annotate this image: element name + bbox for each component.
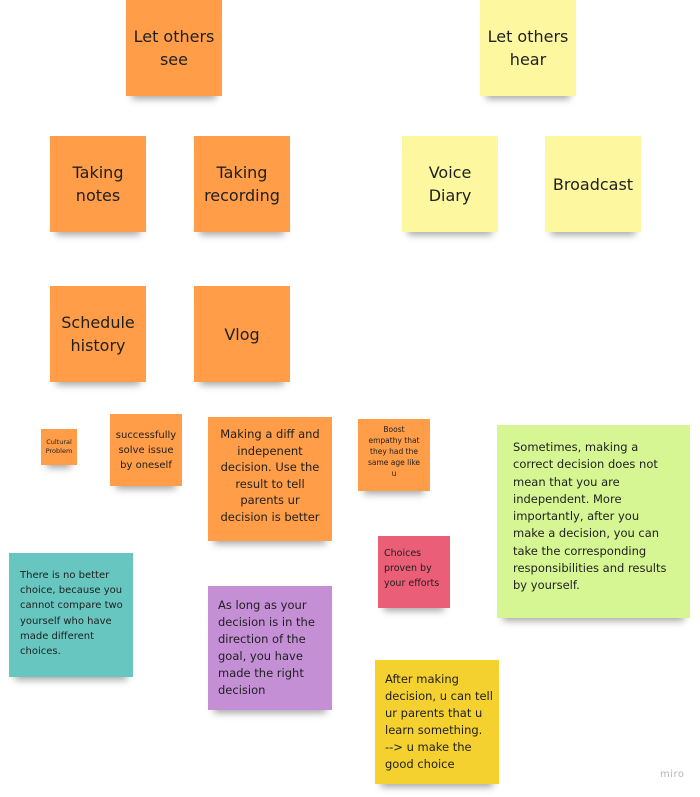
- note-text: Sometimes, making a correct decision doe…: [513, 440, 667, 593]
- note-text: Choices proven by your efforts: [384, 548, 440, 589]
- sticky-note-schedule-history[interactable]: Schedule history: [50, 286, 146, 382]
- sticky-note-sometimes[interactable]: Sometimes, making a correct decision doe…: [497, 425, 690, 618]
- sticky-note-after-making[interactable]: After making decision, u can tell ur par…: [375, 660, 499, 784]
- note-text: Boost empathy that they had the same age…: [367, 425, 421, 478]
- sticky-note-let-others-hear[interactable]: Let others hear: [480, 0, 576, 96]
- miro-watermark: miro: [660, 769, 685, 780]
- note-text: Making a diff and indepenent decision. U…: [220, 427, 320, 524]
- note-text: Let others hear: [487, 27, 569, 69]
- note-text: Voice Diary: [428, 163, 472, 205]
- sticky-note-making-diff[interactable]: Making a diff and indepenent decision. U…: [208, 417, 332, 541]
- sticky-note-taking-notes[interactable]: Taking notes: [50, 136, 146, 232]
- sticky-note-taking-recording[interactable]: Taking recording: [194, 136, 290, 232]
- sticky-note-boost-empathy[interactable]: Boost empathy that they had the same age…: [358, 419, 430, 491]
- note-text: After making decision, u can tell ur par…: [385, 672, 493, 771]
- note-text: Broadcast: [552, 174, 634, 194]
- note-text: Schedule history: [61, 313, 135, 355]
- sticky-note-voice-diary[interactable]: Voice Diary: [402, 136, 498, 232]
- note-text: Let others see: [133, 27, 215, 69]
- sticky-note-cultural-problem[interactable]: Cultural Problem: [41, 429, 77, 465]
- note-text: successfully solve issue by oneself: [115, 429, 177, 471]
- sticky-note-let-others-see[interactable]: Let others see: [126, 0, 222, 96]
- sticky-note-successfully-solve[interactable]: successfully solve issue by oneself: [110, 414, 182, 486]
- note-text: Vlog: [224, 324, 260, 344]
- note-text: Taking notes: [72, 163, 124, 205]
- sticky-note-vlog[interactable]: Vlog: [194, 286, 290, 382]
- sticky-note-no-better-choice[interactable]: There is no better choice, because you c…: [9, 553, 133, 677]
- note-text: Cultural Problem: [45, 438, 73, 455]
- sticky-note-broadcast[interactable]: Broadcast: [545, 136, 641, 232]
- note-text: Taking recording: [204, 163, 280, 205]
- note-text: There is no better choice, because you c…: [20, 570, 123, 658]
- note-text: As long as your decision is in the direc…: [218, 598, 315, 697]
- sticky-note-as-long-as[interactable]: As long as your decision is in the direc…: [208, 586, 332, 710]
- sticky-note-choices-proven[interactable]: Choices proven by your efforts: [378, 536, 450, 608]
